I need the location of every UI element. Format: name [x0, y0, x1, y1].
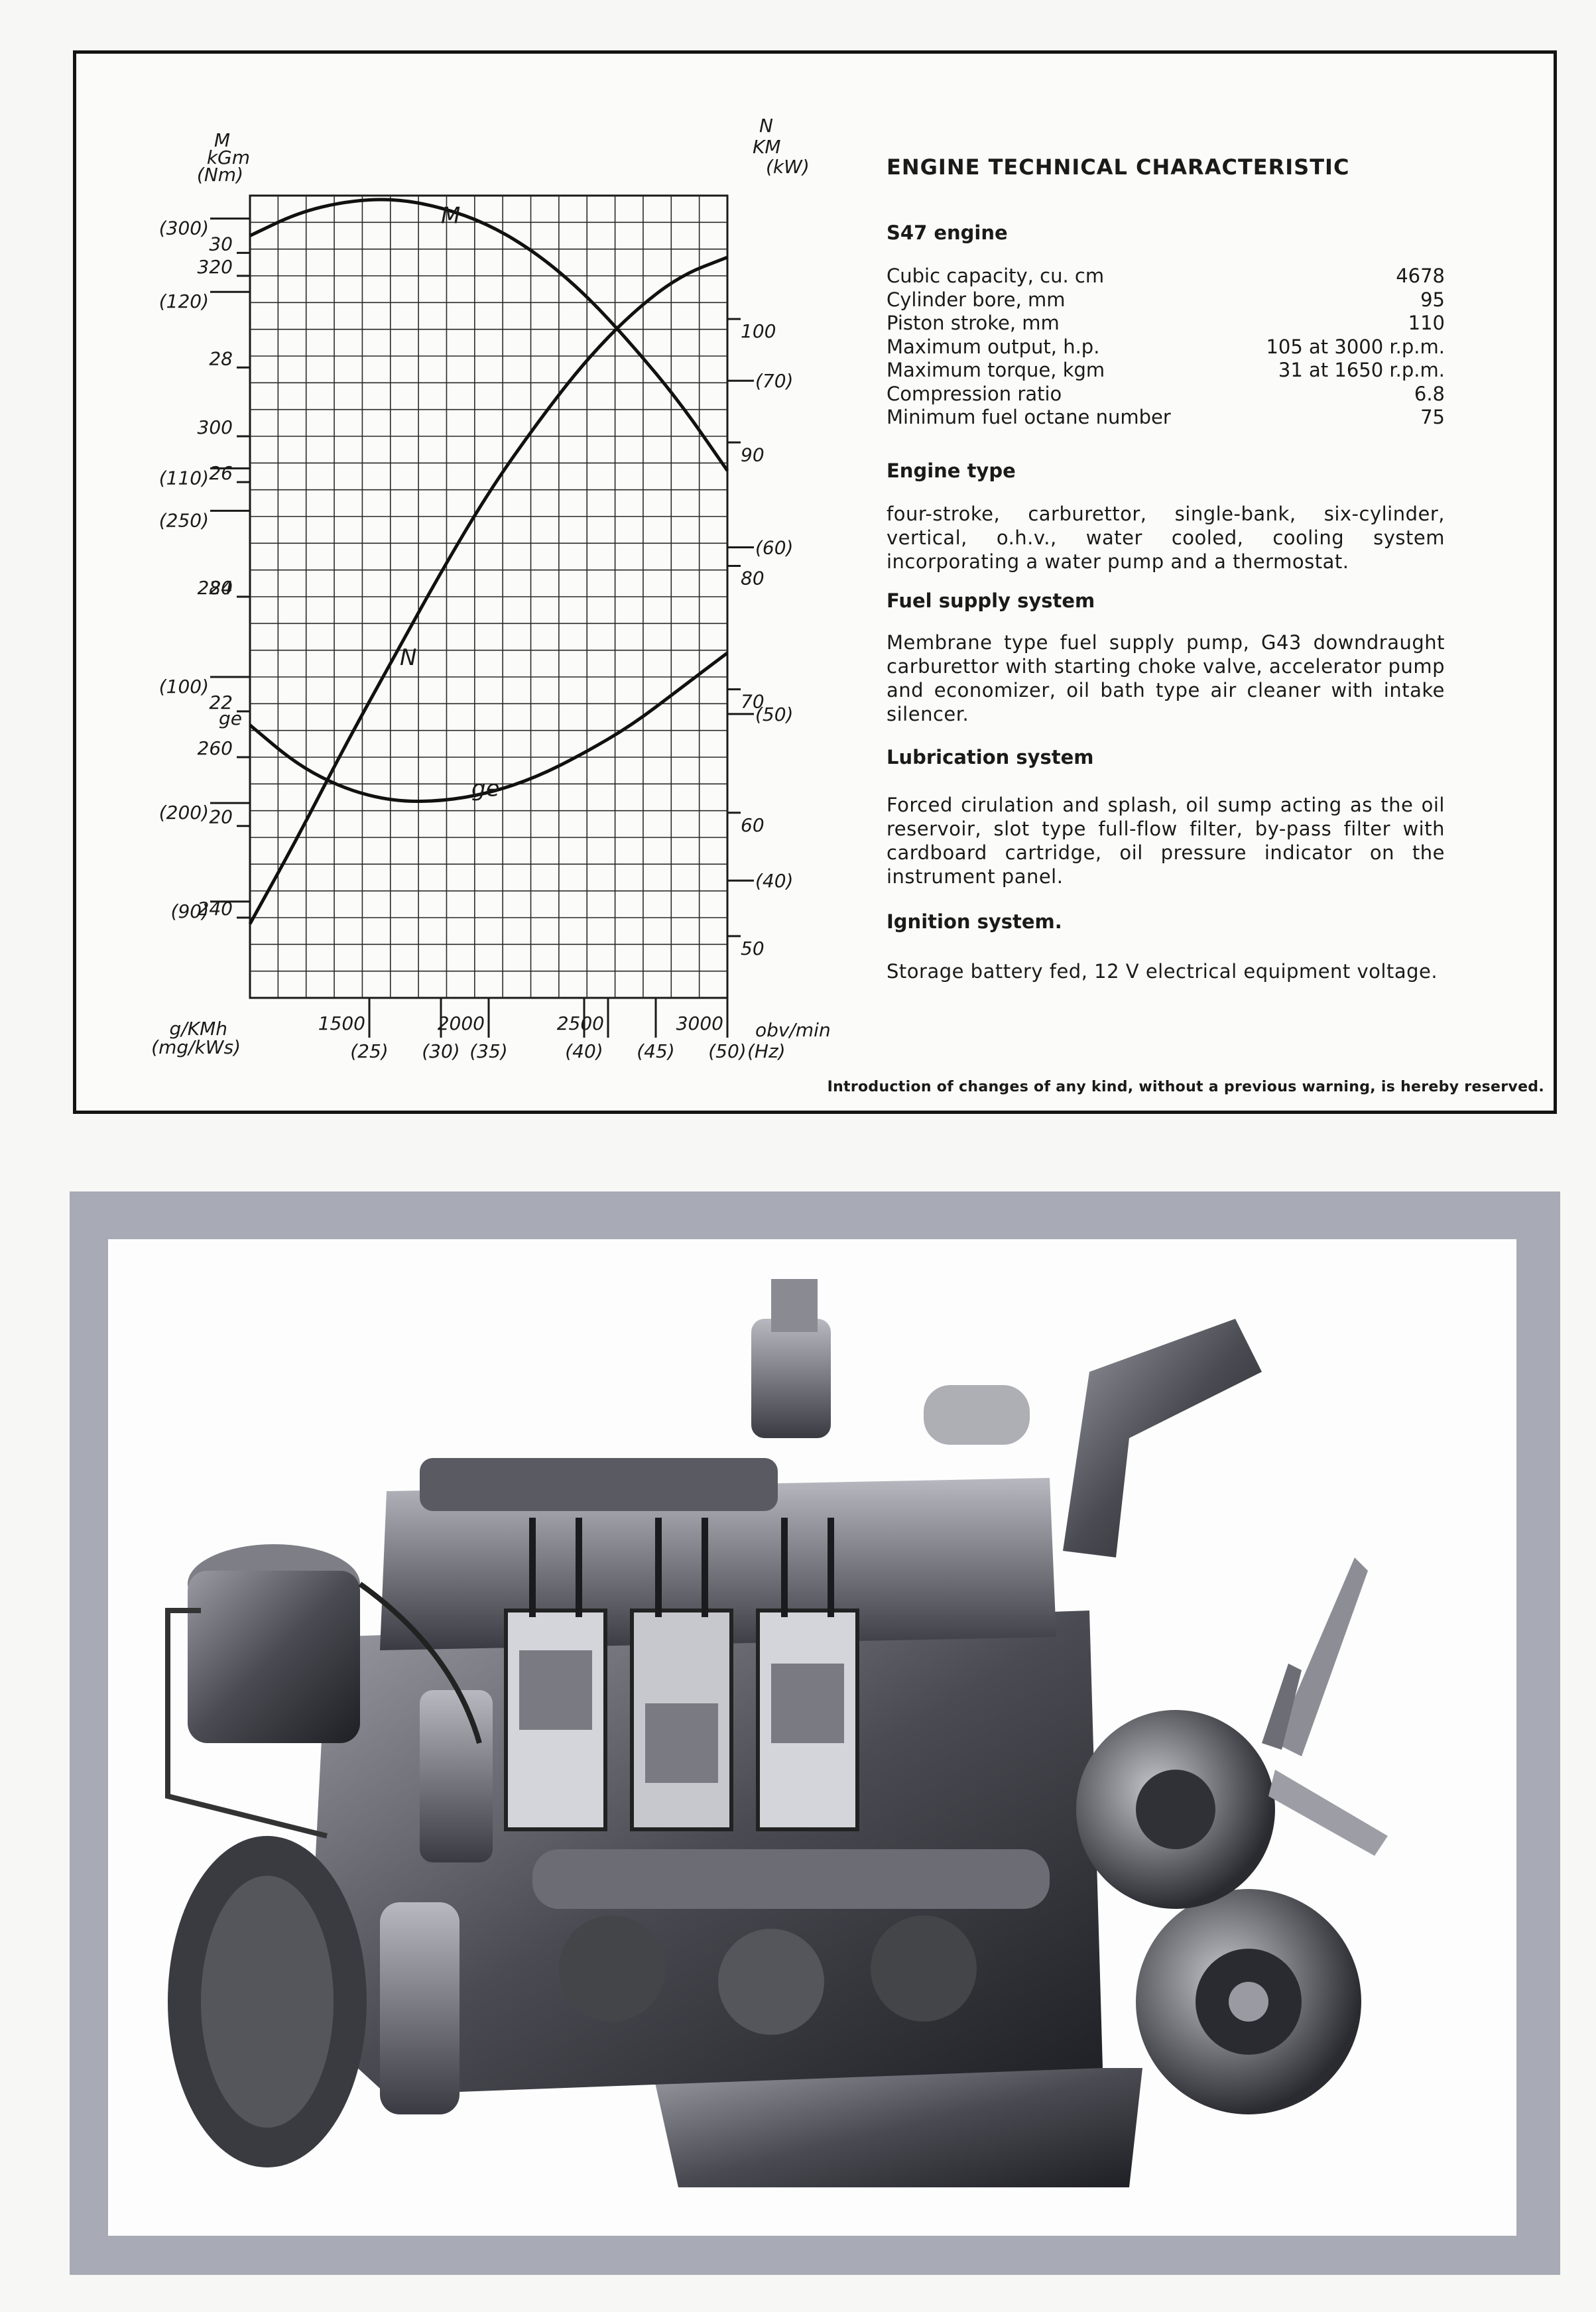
series-label-ge: ge: [471, 775, 500, 802]
tick-label-left: 300: [198, 416, 233, 438]
tick-label-left: 280: [198, 577, 233, 599]
tick-label-x-alt: (30): [422, 1040, 460, 1062]
spec-label: Cylinder bore, mm: [887, 288, 1066, 311]
engine-heading: S47 engine: [887, 221, 1008, 244]
spec-row: Cylinder bore, mm 95: [887, 288, 1445, 312]
tick-label-left-alt: (110): [159, 467, 209, 489]
spec-value: 75: [1420, 406, 1445, 428]
section-heading-lubrication: Lubrication system: [887, 746, 1094, 768]
spec-label: Maximum output, h.p.: [887, 335, 1100, 358]
tick-label-x-alt: (25): [350, 1040, 388, 1062]
tick-label-right: 100: [741, 320, 776, 342]
tick-label-x: 2000: [438, 1012, 485, 1034]
series-label-N: N: [400, 644, 416, 671]
performance-chart: 30 28 26 24 22 20 (300) (250) (200) 320 300 280 260 2…: [151, 115, 831, 1062]
tick-label-left: 320: [198, 256, 233, 278]
tick-label-x: 1500: [318, 1012, 365, 1034]
tick-label-left: 24: [209, 577, 233, 599]
section-heading-engine-type: Engine type: [887, 459, 1016, 482]
series-line-N: [248, 255, 728, 925]
section-text-fuel-supply: Membrane type fuel supply pump, G43 down…: [887, 631, 1445, 725]
tick-label-right-alt: (70): [755, 370, 793, 392]
engine-photo-frame: [70, 1191, 1560, 2275]
spec-label: Minimum fuel octane number: [887, 406, 1171, 428]
engine-illustration: [165, 1279, 1388, 2187]
tick-label-left: 20: [209, 806, 233, 828]
spec-row: Maximum torque, kgm 31 at 1650 r.p.m.: [887, 359, 1445, 383]
spec-label: Piston stroke, mm: [887, 312, 1060, 334]
tick-label-x-alt: (35): [469, 1040, 507, 1062]
tick-label-right: 90: [741, 444, 765, 465]
tick-label-left: 30: [209, 233, 233, 255]
spec-value: 105 at 3000 r.p.m.: [1266, 335, 1445, 358]
section-text-engine-type: four-stroke, carburettor, single-bank, s…: [887, 503, 1445, 573]
tick-label-x: 2500: [557, 1012, 604, 1034]
section-heading-fuel-supply: Fuel supply system: [887, 589, 1095, 612]
section-text-lubrication: Forced cirulation and splash, oil sump a…: [887, 794, 1445, 888]
series-line-ge: [249, 651, 729, 804]
tick-label-x: 3000: [676, 1012, 723, 1034]
spec-value: 31 at 1650 r.p.m.: [1278, 359, 1445, 381]
axis-unit-x: obv/min: [755, 1019, 831, 1041]
spec-row: Cubic capacity, cu. cm 4678: [887, 265, 1445, 288]
tick-label-x-alt: (50): [708, 1040, 746, 1062]
spec-row: Minimum fuel octane number 75: [887, 406, 1445, 430]
tick-label-right: 60: [741, 814, 765, 836]
spec-value: 110: [1408, 312, 1445, 334]
tick-label-right: 70: [741, 691, 765, 713]
axis-unit-alt-ge: (mg/kWs): [151, 1036, 241, 1058]
section-text-ignition: Storage battery fed, 12 V electrical equ…: [887, 960, 1438, 983]
spec-label: Maximum torque, kgm: [887, 359, 1105, 381]
tick-label-right-alt: (50): [755, 703, 793, 725]
axis-name-N: N: [759, 115, 773, 137]
section-heading-ignition: Ignition system.: [887, 910, 1062, 933]
spec-table: Cubic capacity, cu. cm 4678 Cylinder bore…: [887, 265, 1445, 430]
axis-name-M: M: [214, 129, 230, 151]
tick-label-left: 22: [209, 692, 233, 713]
tick-label-left-alt: (120): [159, 290, 209, 312]
spec-label: Compression ratio: [887, 382, 1062, 405]
tick-label-right: 50: [741, 938, 765, 959]
tick-label-right: 80: [741, 567, 765, 589]
tick-label-left-alt: (90): [171, 900, 209, 922]
tick-label-x-alt: (40): [565, 1040, 603, 1062]
engine-photo: [108, 1239, 1516, 2236]
axis-unit-alt-M: (Nm): [197, 164, 243, 186]
axis-unit-M: kGm: [207, 147, 250, 168]
tick-label-left: 28: [209, 347, 233, 369]
tick-label-right-alt: (60): [755, 537, 793, 559]
tick-label-left: 260: [198, 737, 233, 759]
axis-unit-x-alt: (Hz): [747, 1040, 786, 1062]
spec-row: Compression ratio 6.8: [887, 383, 1445, 406]
tick-label-x-alt: (45): [637, 1040, 674, 1062]
axis-unit-alt-N: (kW): [766, 156, 810, 178]
tick-label-right-alt: (40): [755, 870, 793, 892]
series-label-M: M: [441, 202, 460, 229]
tick-label-left-alt: (100): [159, 676, 209, 698]
spec-value: 95: [1420, 288, 1445, 311]
series-line-M: [249, 198, 729, 472]
spec-value: 4678: [1396, 265, 1445, 287]
tick-label-left-alt: (250): [159, 509, 209, 531]
tick-label-left-alt: (200): [159, 802, 209, 823]
spec-row: Piston stroke, mm 110: [887, 312, 1445, 335]
spec-value: 6.8: [1414, 382, 1445, 405]
spec-row: Maximum output, h.p. 105 at 3000 r.p.m.: [887, 335, 1445, 359]
page-title: ENGINE TECHNICAL CHARACTERISTIC: [887, 154, 1350, 180]
footnote: Introduction of changes of any kind, wit…: [827, 1079, 1544, 1095]
spec-panel: 30 28 26 24 22 20 (300) (250) (200) 320 300 280 260 2…: [73, 50, 1557, 1114]
tick-label-left: 26: [209, 462, 233, 484]
axis-unit-ge: g/KMh: [170, 1018, 227, 1040]
spec-label: Cubic capacity, cu. cm: [887, 265, 1105, 287]
tick-label-left-alt: (300): [159, 217, 209, 239]
axis-unit-N: KM: [753, 136, 781, 158]
axis-name-ge: ge: [219, 707, 242, 729]
